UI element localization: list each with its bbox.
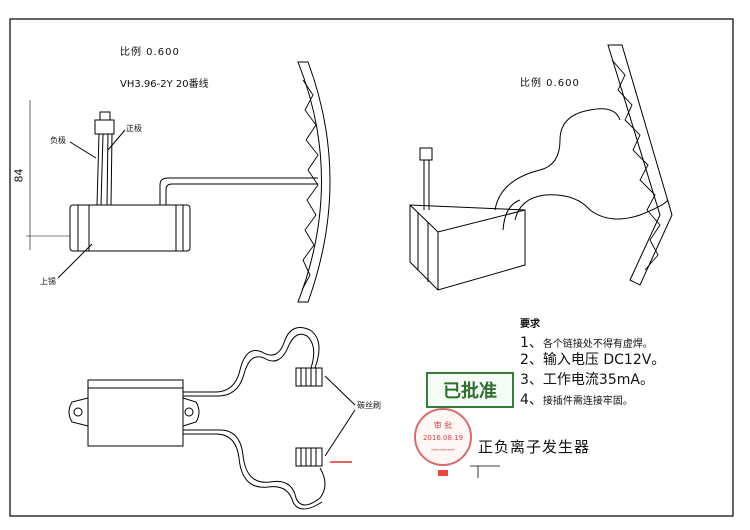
generator-box xyxy=(69,204,191,252)
product-title: 正负离子发生器 xyxy=(478,438,591,456)
iso-view xyxy=(409,44,673,291)
top-box xyxy=(87,379,184,447)
scale-label-front: 比例 0.600 xyxy=(120,47,180,58)
dimension-84-label: 84 xyxy=(12,168,26,183)
requirement-item-1: 1、各个链接处不得有虚焊。 xyxy=(520,335,653,351)
audit-stamp-line1: 审 批 xyxy=(433,421,453,430)
pos-wire-label: 正极 xyxy=(126,124,142,133)
iso-box xyxy=(409,204,526,291)
requirement-item-2: 2、输入电压 DC12V。 xyxy=(520,352,666,368)
brush-connector-bottom xyxy=(295,447,323,467)
potting-label: 上锡 xyxy=(40,277,56,286)
connector-model-label: VH3.96-2Y 20番线 xyxy=(120,79,209,90)
approved-stamp: 已批准 xyxy=(426,372,514,408)
audit-stamp-line2: 2016.08.19 xyxy=(422,434,464,442)
sheet-border xyxy=(9,18,734,517)
brush-strip-iso xyxy=(607,44,673,286)
brush-connector-top xyxy=(295,367,323,387)
requirement-item-3: 3、工作电流35mA。 xyxy=(520,372,654,388)
neg-wire-label: 负极 xyxy=(50,136,66,145)
requirements-title: 要求 xyxy=(520,319,540,330)
brush-label: 碳丝刷 xyxy=(357,401,381,410)
scale-label-iso: 比例 0.600 xyxy=(520,78,580,89)
top-view xyxy=(68,327,500,510)
brush-strip-front xyxy=(297,61,331,303)
audit-stamp: 审 批 2016.08.19 一一一 xyxy=(414,408,472,466)
front-view xyxy=(26,61,331,303)
requirement-item-4: 4、接插件需连接牢固。 xyxy=(520,392,633,408)
audit-stamp-line3: 一一一 xyxy=(431,446,455,455)
